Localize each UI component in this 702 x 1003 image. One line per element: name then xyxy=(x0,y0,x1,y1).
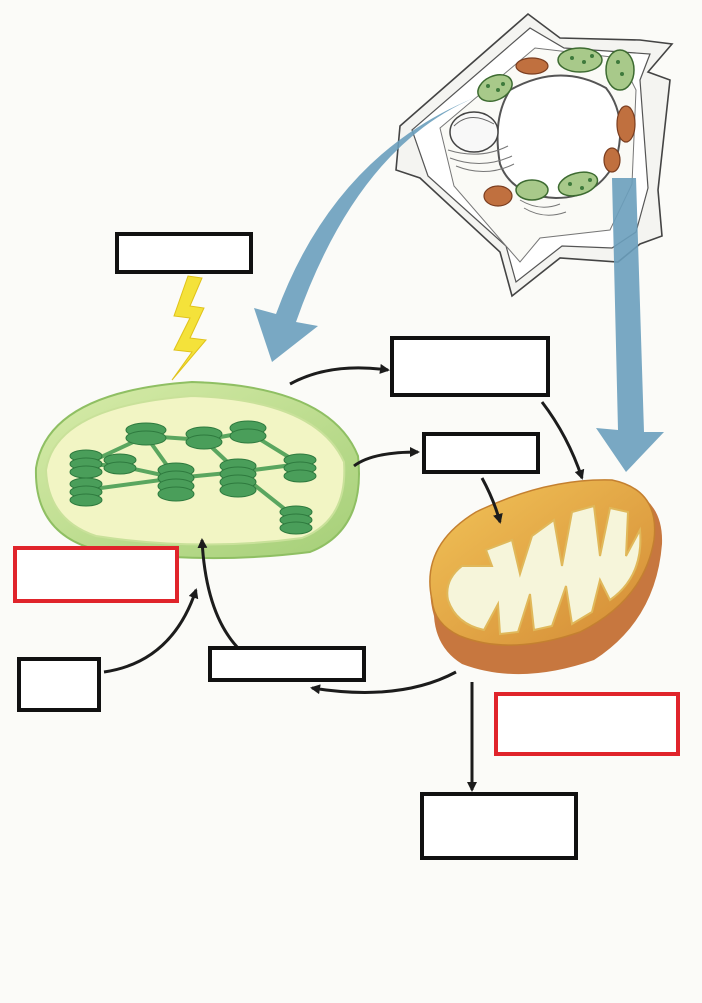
cell-chloroplasts xyxy=(477,47,635,201)
grana xyxy=(69,420,317,535)
flow-arrows xyxy=(103,363,585,792)
lightning-bolt-icon xyxy=(171,275,207,381)
arrow-cell-to-mitochondrion xyxy=(596,178,664,472)
label-box-product-middle[interactable] xyxy=(422,432,540,474)
endoplasmic-reticulum xyxy=(447,145,567,216)
nucleus xyxy=(449,111,499,153)
mitochondrion xyxy=(429,479,663,675)
cell-mitochondria xyxy=(483,57,636,207)
arrow-cell-to-chloroplast xyxy=(254,94,484,362)
label-box-input-left[interactable] xyxy=(17,657,101,712)
label-box-product-top[interactable] xyxy=(390,336,550,397)
label-box-chloroplast-name[interactable] xyxy=(13,546,179,603)
mitochondrion-cristae xyxy=(446,504,642,636)
arrow-middle-product-to-mitochondrion xyxy=(480,477,503,524)
cell-callout-arrows xyxy=(254,94,664,472)
arrow-top-product-to-mitochondrion xyxy=(540,401,585,480)
arrow-chloroplast-to-top-product xyxy=(289,363,390,386)
label-box-output-bottom[interactable] xyxy=(420,792,578,860)
arrow-input-to-chloroplast xyxy=(103,588,199,674)
label-box-mitochondrion-name[interactable] xyxy=(494,692,680,756)
arrow-mitochondrion-to-return xyxy=(310,670,457,695)
arrow-chloroplast-to-middle-product xyxy=(353,447,420,468)
arrow-return-to-chloroplast xyxy=(197,538,242,652)
central-vacuole xyxy=(496,74,622,200)
label-box-return-product[interactable] xyxy=(208,646,366,682)
chloroplast xyxy=(34,380,360,560)
plant-cell xyxy=(395,12,674,298)
label-box-light[interactable] xyxy=(115,232,253,274)
